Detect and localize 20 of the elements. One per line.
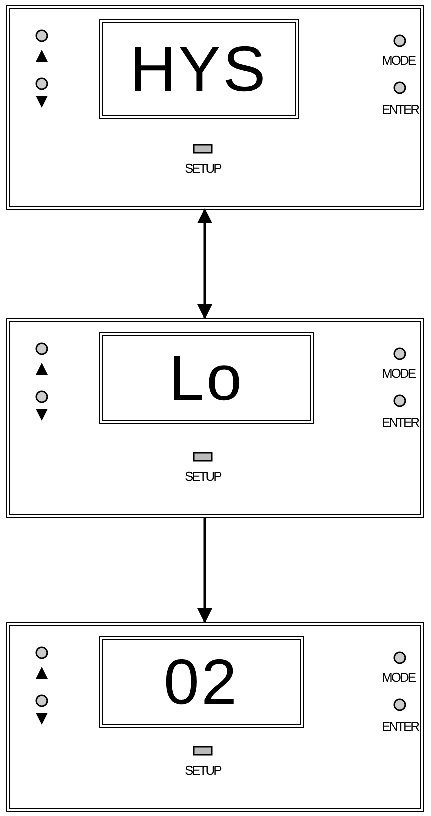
display-screen <box>99 19 299 119</box>
display-readout: 02 <box>164 650 240 714</box>
display-screen <box>99 332 314 424</box>
button-label: MODE <box>382 54 415 67</box>
button-label: ENTER <box>382 416 419 429</box>
button-label: ENTER <box>382 103 419 116</box>
button-label: ENTER <box>382 720 419 733</box>
button-label: MODE <box>382 671 415 684</box>
display-readout: Lo <box>168 346 244 410</box>
arrow <box>198 208 212 320</box>
button-label: SETUP <box>185 162 221 175</box>
control-panel <box>6 5 424 210</box>
display-readout: HYS <box>130 37 268 101</box>
control-panel <box>6 622 424 812</box>
button-label: MODE <box>382 367 415 380</box>
button-label: SETUP <box>185 470 221 483</box>
display-screen <box>99 636 304 728</box>
arrow <box>198 518 212 624</box>
button-label: SETUP <box>185 764 221 777</box>
control-panel <box>6 318 424 518</box>
